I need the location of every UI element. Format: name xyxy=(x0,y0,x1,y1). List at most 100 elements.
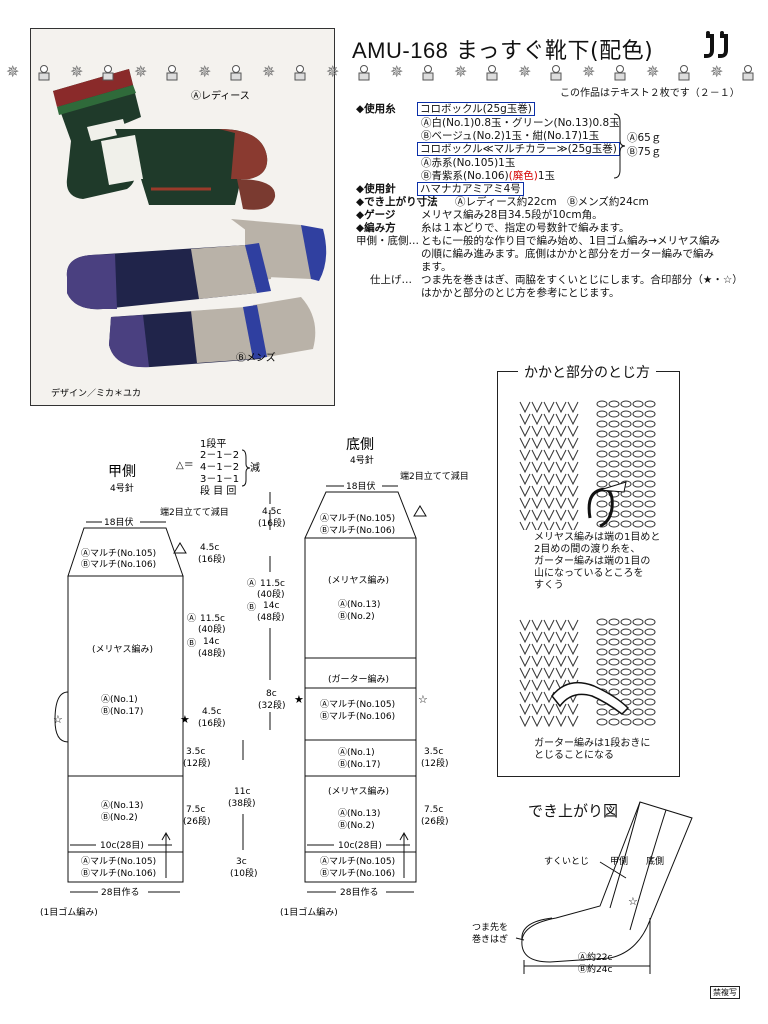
caption1-line5: すくう xyxy=(534,580,564,591)
knit-stitch-mark xyxy=(531,619,543,632)
copy-prohibited-stamp: 禁複写 xyxy=(710,986,740,999)
finished-size-a: Ⓐ約22c xyxy=(578,951,612,963)
deco-star-icon: ✵ xyxy=(646,62,659,81)
page-title: AMU-168 まっすぐ靴下(配色) xyxy=(352,33,653,65)
garter-stitch-mark xyxy=(596,400,608,408)
instep-cuff-a: Ⓐマルチ(No.105) xyxy=(81,856,156,867)
deco-star-icon: ✵ xyxy=(198,62,211,81)
sole-cast-on: 28目作る xyxy=(340,886,378,898)
garter-stitch-mark xyxy=(644,420,656,428)
garter-stitch-mark xyxy=(620,658,632,666)
total-b: Ⓑ75ｇ xyxy=(627,146,662,158)
knit-stitch-mark xyxy=(531,715,543,728)
garter-stitch-mark xyxy=(632,420,644,428)
dim-11: 11c xyxy=(234,787,250,797)
deco-figure-body-icon xyxy=(294,72,306,81)
knit-stitch-mark xyxy=(567,401,579,414)
dim-35: 3.5c xyxy=(186,747,205,757)
deco-figure-icon xyxy=(104,65,112,73)
knit-stitch-mark xyxy=(543,461,555,474)
knit-stitch-mark xyxy=(567,425,579,438)
sole-garter: (ガーター編み) xyxy=(328,673,389,685)
knit-stitch-mark xyxy=(567,413,579,426)
instep-stockinette: (メリヤス編み) xyxy=(92,643,153,655)
garter-stitch-mark xyxy=(608,460,620,468)
sole-mid-b: Ⓑ(No.17) xyxy=(338,759,380,770)
garter-stitch-mark xyxy=(632,440,644,448)
deco-figure-icon xyxy=(296,65,304,73)
garter-stitch-mark xyxy=(632,510,644,518)
sole-dim-75: 7.5c xyxy=(424,805,443,815)
sole-cuff-b: Ⓑマルチ(No.106) xyxy=(320,868,395,879)
garter-stitch-mark xyxy=(620,430,632,438)
sole-toe-a: Ⓐマルチ(No.105) xyxy=(320,513,395,524)
knit-stitch-mark xyxy=(543,485,555,498)
knit-stitch-mark xyxy=(555,425,567,438)
deco-figure-body-icon xyxy=(486,72,498,81)
knit-stitch-mark xyxy=(519,643,531,656)
deco-figure-icon xyxy=(40,65,48,73)
knit-stitch-mark xyxy=(531,437,543,450)
dim-35-rows: (12段) xyxy=(183,757,210,769)
sole-sole-a: Ⓐ(No.13) xyxy=(338,599,380,610)
garter-stitch-mark xyxy=(596,460,608,468)
open-star-icon: ☆ xyxy=(53,713,63,726)
mens-sock-illustration xyxy=(66,219,327,368)
garter-stitch-mark xyxy=(632,668,644,676)
dim-45-mid-rows: (16段) xyxy=(198,717,225,729)
instep-toe-a: Ⓐマルチ(No.105) xyxy=(81,548,156,559)
knit-stitch-mark xyxy=(531,449,543,462)
deco-figure-icon xyxy=(360,65,368,73)
garter-stitch-mark xyxy=(644,648,656,656)
knit-stitch-mark xyxy=(567,619,579,632)
dim-75: 7.5c xyxy=(186,805,205,815)
sole-dim-8-rows: (32段) xyxy=(258,699,285,711)
knit-stitch-mark xyxy=(555,655,567,668)
knit-stitch-mark xyxy=(543,473,555,486)
garter-stitch-mark xyxy=(608,500,620,508)
instep-bind-off: 18目伏 xyxy=(104,516,133,528)
instep-edge-dec: 端2目立てて減目 xyxy=(160,506,229,518)
knit-stitch-mark xyxy=(555,473,567,486)
sole-stockinette: (メリヤス編み) xyxy=(328,574,389,586)
dec-row-1: 2－1－2 xyxy=(200,450,239,461)
size-value: Ⓐレディース約22cm Ⓑメンズ約24cm xyxy=(455,196,649,208)
knit-stitch-mark xyxy=(531,643,543,656)
instep-low-b: Ⓑ(No.2) xyxy=(101,812,138,823)
caption1-line4: 山になっているところを xyxy=(534,568,644,579)
sole-dim-14b: 14c xyxy=(263,601,279,611)
dim-a-mark-1: Ⓐ xyxy=(187,613,196,624)
garter-stitch-mark xyxy=(620,500,632,508)
needle-label: ◆使用針 xyxy=(356,183,396,195)
garter-stitch-mark xyxy=(644,698,656,706)
knit-stitch-mark xyxy=(567,461,579,474)
garter-stitch-mark xyxy=(632,520,644,528)
knit-stitch-mark xyxy=(519,655,531,668)
knit-stitch-mark xyxy=(567,485,579,498)
garter-stitch-mark xyxy=(608,718,620,726)
knit-stitch-mark xyxy=(531,425,543,438)
knit-stitch-mark xyxy=(519,703,531,716)
garter-stitch-mark xyxy=(632,628,644,636)
deco-star-icon: ✵ xyxy=(134,62,147,81)
knit-stitch-mark xyxy=(567,509,579,522)
garter-stitch-mark xyxy=(632,430,644,438)
garter-stitch-mark xyxy=(608,440,620,448)
knit-stitch-mark xyxy=(543,655,555,668)
yarn2-b: Ⓑ青紫系(No.106)(廃色)1玉 xyxy=(421,170,555,183)
garter-stitch-mark xyxy=(620,678,632,686)
deco-figure-body-icon xyxy=(550,72,562,81)
knit-stitch-mark xyxy=(567,497,579,510)
garter-stitch-mark xyxy=(644,718,656,726)
sole-rib: (1目ゴム編み) xyxy=(280,906,338,918)
instep-needle: 4号針 xyxy=(110,482,134,494)
garter-stitch-mark xyxy=(620,638,632,646)
sole-bind-off: 18目伏 xyxy=(346,480,375,492)
deco-figure-icon xyxy=(680,65,688,73)
garter-stitch-mark xyxy=(608,420,620,428)
garter-stitch-mark xyxy=(596,510,608,518)
garter-stitch-mark xyxy=(596,450,608,458)
discontinued-label: (廃色) xyxy=(508,170,538,182)
garter-stitch-mark xyxy=(632,500,644,508)
knit-stitch-mark xyxy=(555,667,567,680)
